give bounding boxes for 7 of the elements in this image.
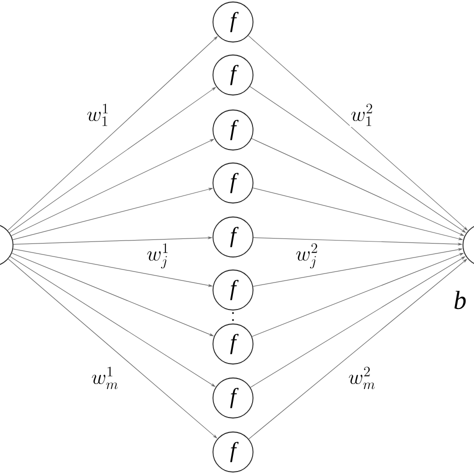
weight-label: $w^{2}_{j}$ <box>294 242 320 270</box>
weight-label: $w^{1}_{j}$ <box>146 242 170 270</box>
bias-label: b <box>454 290 466 310</box>
weight-label: $w^{2}_{m}$ <box>347 366 377 390</box>
weight-label: $w^{1}_{m}$ <box>90 366 120 390</box>
weight-label: $w^{2}_{1}$ <box>350 103 374 127</box>
weight-label: $w^{1}_{1}$ <box>86 103 110 127</box>
